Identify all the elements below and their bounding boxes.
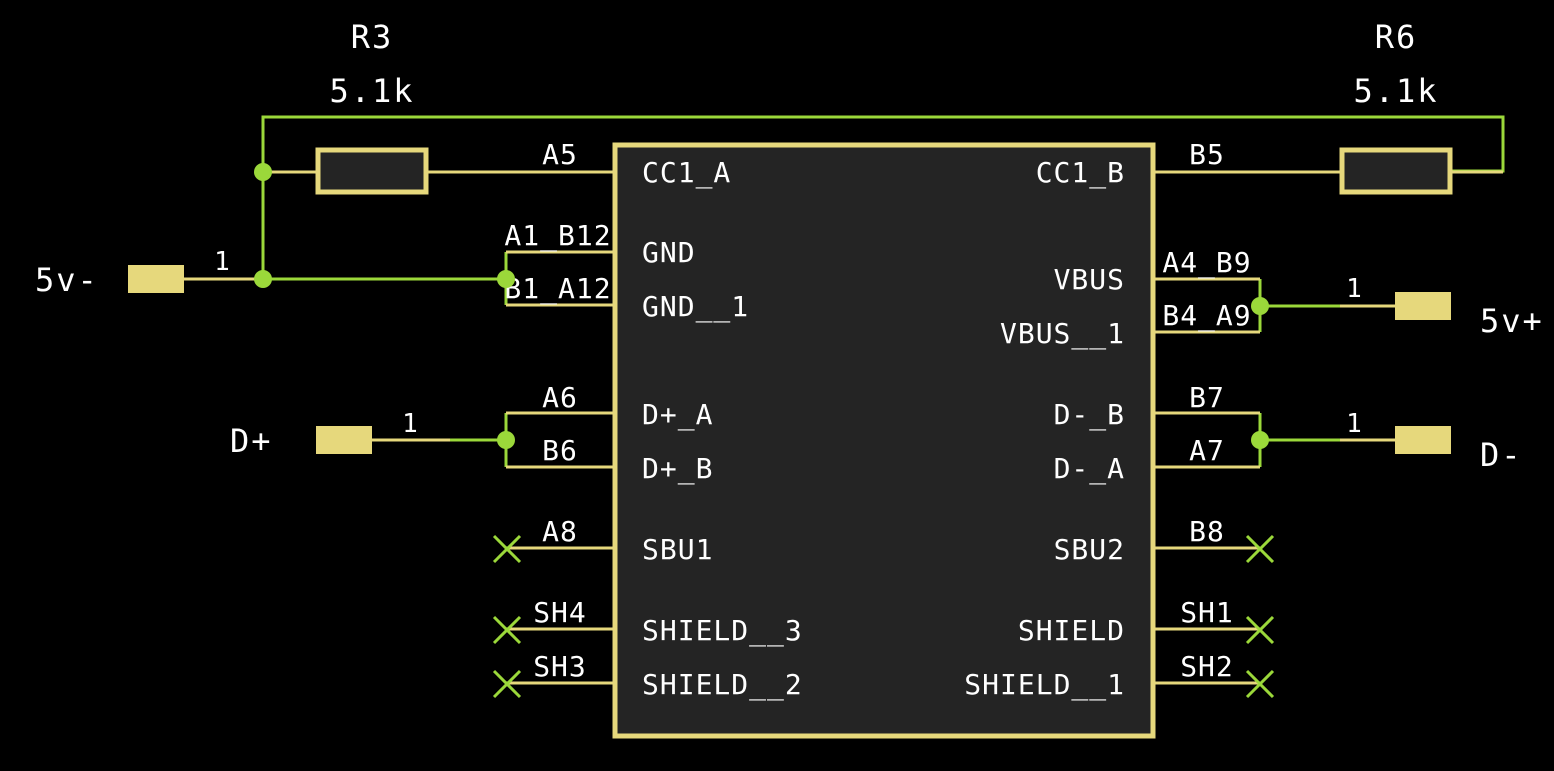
pin-name-dm-b: D-_B — [1054, 398, 1125, 432]
pin-name-cc1-b: CC1_B — [1036, 156, 1125, 190]
pin-name-vbus-1: VBUS__1 — [1000, 317, 1125, 351]
pin-number-b4-a9: B4_A9 — [1162, 299, 1251, 333]
terminal-label: D+ — [230, 422, 273, 460]
terminal-label: 5v- — [35, 261, 99, 299]
no-connect-flags — [492, 534, 1275, 699]
resistor-body[interactable] — [315, 147, 429, 195]
pin-number-a7: A7 — [1189, 434, 1225, 467]
terminal-pin-number: 1 — [1346, 409, 1362, 439]
junction-dot — [254, 270, 272, 288]
terminal-label: D- — [1480, 436, 1523, 474]
pin-number-sh4: SH4 — [533, 596, 587, 629]
pin-name-shield: SHIELD — [1018, 614, 1125, 647]
pin-number-b1-a12: B1_A12 — [504, 272, 611, 306]
junction-dot — [497, 270, 515, 288]
pin-name-gnd: GND — [642, 236, 696, 269]
pin-number-a1-b12: A1_B12 — [504, 219, 611, 253]
terminal-5v-plus[interactable]: 5v+ 1 — [1346, 274, 1544, 340]
no-connect-icon — [492, 534, 522, 564]
pin-name-dp-b: D+_B — [642, 452, 713, 486]
terminal-pin-number: 1 — [214, 247, 230, 277]
resistor-value: 5.1k — [329, 72, 414, 110]
connector-body[interactable] — [612, 142, 1156, 739]
pin-name-shield-3: SHIELD__3 — [642, 614, 803, 648]
junction-dot — [254, 163, 272, 181]
junctions — [254, 163, 1269, 449]
usb-c-connector[interactable]: CC1_A GND GND__1 D+_A D+_B SBU1 SHIELD__… — [612, 142, 1156, 739]
pin-leads — [183, 170, 1503, 685]
pin-name-sbu2: SBU2 — [1054, 533, 1125, 566]
no-connect-icon — [1245, 615, 1275, 645]
pin-numbers: A5 A1_B12 B1_A12 A6 B6 A8 SH4 SH3 B5 A4_… — [504, 138, 1251, 683]
junction-dot — [1251, 297, 1269, 315]
pin-number-sh2: SH2 — [1180, 650, 1234, 683]
pin-number-b6: B6 — [542, 434, 578, 467]
junction-dot — [1251, 431, 1269, 449]
pin-number-sh1: SH1 — [1180, 596, 1234, 629]
pin-name-shield-1: SHIELD__1 — [964, 668, 1125, 702]
pin-number-a8: A8 — [542, 515, 578, 548]
terminal-d-minus[interactable]: D- 1 — [1346, 409, 1522, 474]
pin-name-vbus: VBUS — [1054, 263, 1125, 296]
resistor-ref: R3 — [351, 18, 394, 56]
terminal-pad[interactable] — [128, 265, 184, 293]
pin-name-dp-a: D+_A — [642, 398, 713, 432]
pin-name-gnd-1: GND__1 — [642, 290, 749, 324]
terminal-label: 5v+ — [1480, 302, 1544, 340]
no-connect-icon — [1245, 669, 1275, 699]
resistor-value: 5.1k — [1353, 72, 1438, 110]
pin-name-cc1-a: CC1_A — [642, 156, 731, 190]
terminal-pin-number: 1 — [1346, 274, 1362, 304]
pin-number-a4-b9: A4_B9 — [1162, 246, 1251, 280]
terminal-pad[interactable] — [1395, 426, 1451, 454]
pin-number-a5: A5 — [542, 138, 578, 171]
terminal-pad[interactable] — [1395, 292, 1451, 320]
resistor-r6[interactable]: R6 5.1k — [1339, 18, 1453, 195]
pin-name-shield-2: SHIELD__2 — [642, 668, 803, 702]
pin-number-sh3: SH3 — [533, 650, 587, 683]
pin-number-b5: B5 — [1189, 138, 1225, 171]
resistor-body[interactable] — [1339, 147, 1453, 195]
pin-name-dm-a: D-_A — [1054, 452, 1125, 486]
resistor-ref: R6 — [1375, 18, 1418, 56]
resistor-r3[interactable]: R3 5.1k — [315, 18, 429, 195]
terminal-d-plus[interactable]: D+ 1 — [230, 409, 418, 460]
pin-number-b8: B8 — [1189, 515, 1225, 548]
no-connect-icon — [1245, 534, 1275, 564]
pin-name-sbu1: SBU1 — [642, 533, 713, 566]
terminal-5v-minus[interactable]: 5v- 1 — [35, 247, 230, 299]
pin-number-a6: A6 — [542, 381, 578, 414]
no-connect-icon — [492, 669, 522, 699]
no-connect-icon — [492, 615, 522, 645]
terminal-pad[interactable] — [316, 426, 372, 454]
terminal-pin-number: 1 — [402, 409, 418, 439]
junction-dot — [497, 431, 515, 449]
pin-number-b7: B7 — [1189, 381, 1225, 414]
